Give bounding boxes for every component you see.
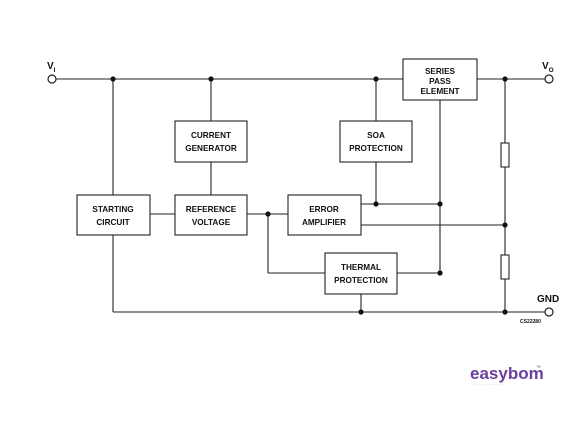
block-label-line: GENERATOR xyxy=(185,144,237,153)
block-series-pass-element: SERIES PASS ELEMENT xyxy=(402,58,478,101)
terminal-input: VI xyxy=(47,61,57,84)
easybom-logo: easybom ™ · · · · · · · · · · · · · · · … xyxy=(470,364,544,387)
junction-dot xyxy=(502,222,508,228)
ground-terminal-circle xyxy=(544,307,554,317)
block-label-line: CIRCUIT xyxy=(96,218,129,227)
junction-dot xyxy=(208,76,214,82)
block-label-line: VOLTAGE xyxy=(192,218,231,227)
block-label-line: PROTECTION xyxy=(349,144,403,153)
junction-dot xyxy=(358,309,364,315)
block-starting-circuit: STARTING CIRCUIT xyxy=(76,194,151,236)
terminal-output: VO xyxy=(542,61,554,84)
block-thermal-protection: THERMAL PROTECTION xyxy=(324,252,398,295)
logo-trademark: ™ xyxy=(536,365,541,371)
wiring xyxy=(56,78,545,313)
junction-dot xyxy=(437,201,443,207)
output-terminal-circle xyxy=(544,74,554,84)
block-label-line: SOA xyxy=(367,131,385,140)
block-label-line: STARTING xyxy=(92,205,133,214)
block-label-line: CURRENT xyxy=(191,131,231,140)
logo-tagline-decoration: · · · · · · · · · · · · · · · · · · xyxy=(474,383,508,387)
block-error-amplifier: ERROR AMPLIFIER xyxy=(287,194,362,236)
block-label-line: THERMAL xyxy=(341,263,381,272)
junction-dot xyxy=(110,76,116,82)
block-label-line: PASS xyxy=(429,77,451,86)
input-terminal-circle xyxy=(47,74,57,84)
junction-dot xyxy=(373,201,379,207)
junction-dot xyxy=(502,309,508,315)
divider-resistor-lower xyxy=(500,254,510,280)
ground-terminal-label: GND xyxy=(537,294,559,305)
block-reference-voltage: REFERENCE VOLTAGE xyxy=(174,194,248,236)
block-current-generator: CURRENT GENERATOR xyxy=(174,120,248,163)
soa-box xyxy=(339,120,413,163)
junction-dot xyxy=(502,76,508,82)
junction-dot xyxy=(373,76,379,82)
block-label-line: ELEMENT xyxy=(420,87,459,96)
block-label-line: AMPLIFIER xyxy=(302,218,346,227)
input-terminal-label: VI xyxy=(47,61,56,74)
junction-dot xyxy=(265,211,271,217)
block-label-line: PROTECTION xyxy=(334,276,388,285)
block-label-line: SERIES xyxy=(425,67,456,76)
output-terminal-label: VO xyxy=(542,61,554,74)
junctions xyxy=(110,76,508,315)
block-soa-protection: SOA PROTECTION xyxy=(339,120,413,163)
block-label-line: REFERENCE xyxy=(186,205,237,214)
junction-dot xyxy=(437,270,443,276)
terminal-ground: GND xyxy=(537,294,559,317)
block-label-line: ERROR xyxy=(309,205,339,214)
divider-resistor-upper xyxy=(500,142,510,168)
figure-code: CS22280 xyxy=(520,319,541,325)
logo-wordmark: easybom xyxy=(470,364,544,383)
